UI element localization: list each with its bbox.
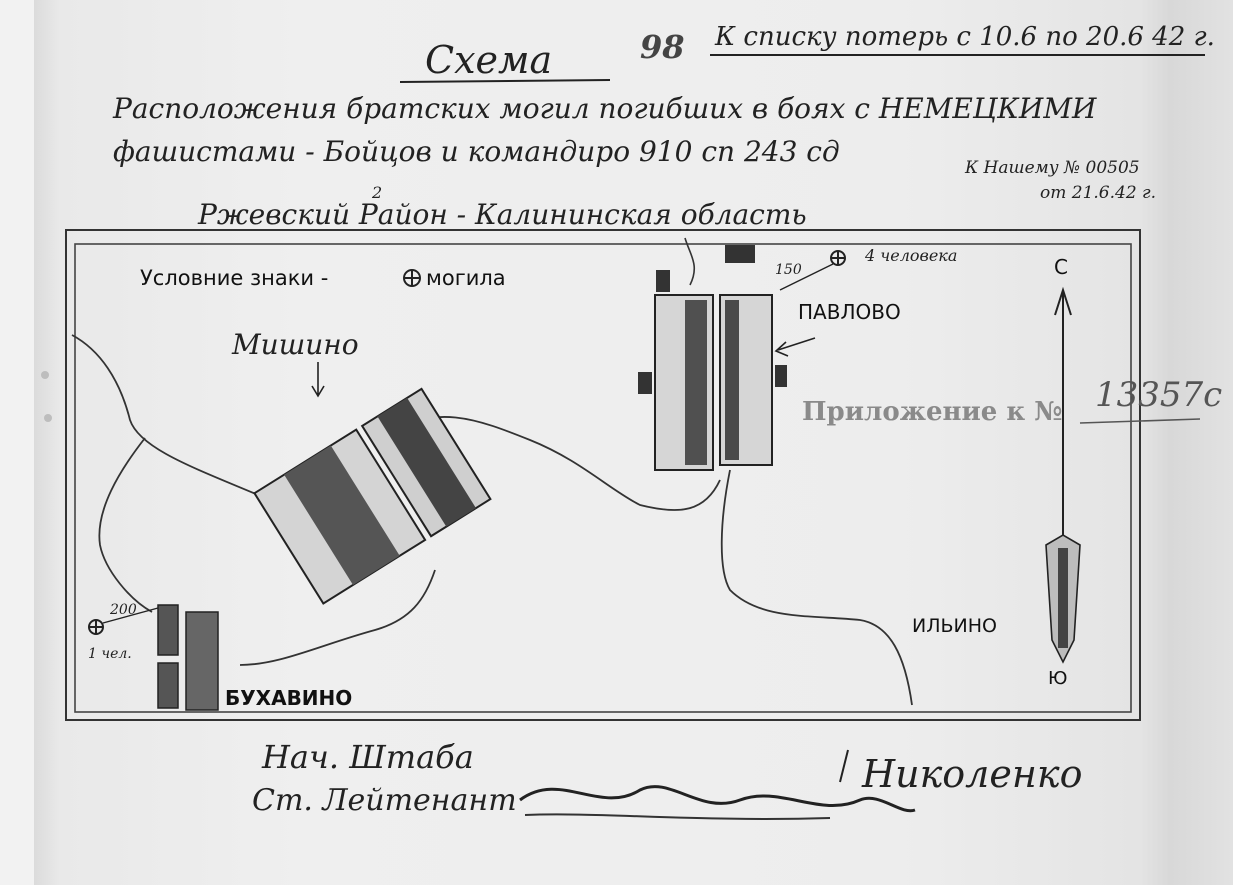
road-to-bukhavino [98, 437, 153, 613]
village-pavlovo [638, 245, 787, 471]
header-note: К списку потерь с 10.6 по 20.6 42 г. [715, 22, 1215, 52]
road-mishino-west [71, 334, 271, 501]
stamp-number: 13357с [1095, 375, 1223, 415]
village-bukhavino [157, 604, 219, 711]
map-frame-outer [65, 229, 1141, 721]
page-number: 98 [640, 28, 685, 66]
map-frame-inner [74, 243, 1132, 713]
road-north [684, 237, 695, 286]
grave-count-pavlovo: 4 человека [865, 246, 958, 265]
document-title: Схема [425, 38, 553, 82]
road-mishino-pavlovo [384, 416, 721, 511]
signature-rank: Ст. Лейтенант [252, 783, 517, 818]
grave-marker-bukhavino [88, 607, 159, 635]
road-to-ilyino [720, 469, 913, 706]
order-ref-line1: К Нашему № 00505 [965, 158, 1140, 178]
page-left-margin [0, 0, 34, 885]
south-label: Ю [1048, 668, 1068, 689]
legend-symbol-label: могила [426, 266, 506, 290]
place-bukhavino: БУХАВИНО [225, 686, 353, 710]
signature-tick [839, 749, 849, 783]
title-underline [399, 79, 611, 83]
arrow-mishino [311, 362, 325, 398]
place-pavlovo: ПАВЛОВО [798, 300, 901, 324]
signature-position: Нач. Штаба [262, 738, 474, 776]
place-ilyino: ИЛЬИНО [912, 615, 997, 637]
north-label: С [1054, 255, 1068, 279]
grave-distance-bukhavino: 200 [110, 602, 137, 618]
signature-scribble [524, 813, 831, 820]
binding-hole [44, 414, 52, 422]
superscript-mark: 2 [372, 183, 383, 202]
subtitle-line2: фашистами - Бойцов и командиро 910 сп 24… [113, 135, 840, 168]
binding-hole [41, 371, 49, 379]
legend-text: Условние знаки - [140, 266, 329, 290]
village-mishino [253, 387, 492, 605]
north-arrow [1045, 286, 1081, 664]
road-mishino-south [239, 569, 436, 666]
subtitle-line1: Расположения братских могил погибших в б… [113, 92, 1097, 125]
subtitle-line3: Ржевский Район - Калининская область [198, 198, 807, 231]
signature-name: Николенко [862, 752, 1083, 796]
stamp-underline [1079, 418, 1201, 424]
grave-count-bukhavino: 1 чел. [88, 646, 132, 662]
stamp-text: Приложение к № [802, 397, 1063, 427]
order-ref-line2: от 21.6.42 г. [1040, 183, 1157, 203]
grave-marker-legend [403, 269, 421, 287]
grave-marker-pavlovo [779, 250, 846, 291]
arrow-pavlovo [774, 337, 816, 357]
place-mishino: Мишино [232, 328, 359, 361]
signature-scribble [519, 785, 916, 813]
grave-distance-pavlovo: 150 [775, 262, 802, 278]
